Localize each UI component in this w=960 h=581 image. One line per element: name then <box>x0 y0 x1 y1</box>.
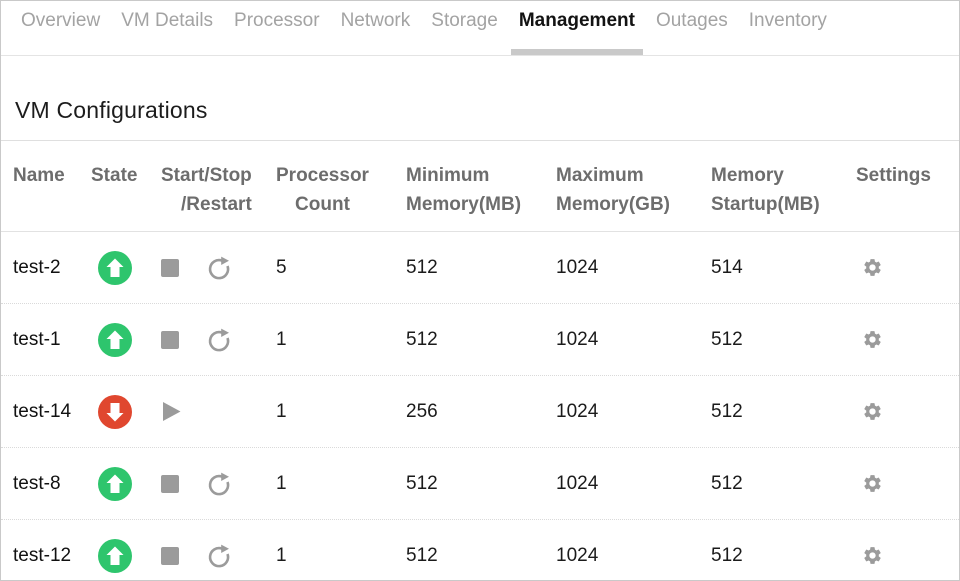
max-memory-value: 1024 <box>556 256 599 278</box>
restart-button[interactable] <box>206 471 232 497</box>
column-header-startstop: Start/Stop/Restart <box>161 141 276 231</box>
table-row: test-8 <box>1 448 959 520</box>
column-header-state: State <box>91 141 161 231</box>
column-header-name: Name <box>13 141 91 231</box>
processor-count-value: 1 <box>276 400 287 422</box>
memory-startup-value: 512 <box>711 328 743 350</box>
min-memory-value: 512 <box>406 472 438 494</box>
column-header-line: Memory <box>711 165 784 186</box>
vm-name: test-1 <box>13 328 61 350</box>
min-memory-value: 512 <box>406 256 438 278</box>
state-up-icon <box>98 466 132 501</box>
max-memory-value: 1024 <box>556 472 599 494</box>
state-up-icon <box>98 322 132 357</box>
vm-name: test-8 <box>13 472 61 494</box>
processor-count-value: 1 <box>276 472 287 494</box>
memory-startup-value: 514 <box>711 256 743 278</box>
column-header-line: Count <box>295 194 350 215</box>
vm-name: test-2 <box>13 256 61 278</box>
memory-startup-value: 512 <box>711 472 743 494</box>
start-button[interactable] <box>161 400 182 423</box>
tab-overview[interactable]: Overview <box>21 10 101 31</box>
column-header-line: Memory(MB) <box>406 194 522 215</box>
settings-gear-icon[interactable] <box>862 401 883 422</box>
processor-count-value: 1 <box>276 544 287 566</box>
restart-button[interactable] <box>206 543 232 569</box>
column-header-line: Start/Stop <box>161 165 252 186</box>
state-up-icon <box>98 250 132 285</box>
tab-outages[interactable]: Outages <box>655 10 728 31</box>
state-down-icon <box>98 394 132 429</box>
min-memory-value: 512 <box>406 544 438 566</box>
settings-gear-icon[interactable] <box>862 329 883 350</box>
title-bar: VM Configurations <box>1 56 959 141</box>
stop-button[interactable] <box>161 330 179 349</box>
column-header-line: Maximum <box>556 165 644 186</box>
table-row: test-2 <box>1 232 959 304</box>
column-header-line: Memory(GB) <box>556 194 671 215</box>
tab-bar: Overview VM Details Processor Network Storag… <box>1 1 959 56</box>
memory-startup-value: 512 <box>711 400 743 422</box>
tab-network[interactable]: Network <box>340 10 411 31</box>
restart-button[interactable] <box>206 327 232 353</box>
table-row: test-14 <box>1 376 959 448</box>
column-header-line: Name <box>13 165 65 186</box>
stop-button[interactable] <box>161 546 179 565</box>
state-up-icon <box>98 538 132 573</box>
column-header-settings: Settings <box>856 141 959 231</box>
max-memory-value: 1024 <box>556 544 599 566</box>
table-row: test-1 <box>1 304 959 376</box>
stop-button[interactable] <box>161 258 179 277</box>
stop-button[interactable] <box>161 474 179 493</box>
vm-name: test-12 <box>13 544 72 566</box>
processor-count-value: 5 <box>276 256 287 278</box>
min-memory-value: 512 <box>406 328 438 350</box>
page-title: VM Configurations <box>15 97 208 123</box>
max-memory-value: 1024 <box>556 328 599 350</box>
column-header-line: State <box>91 165 138 186</box>
memory-startup-value: 512 <box>711 544 743 566</box>
column-header-line: Minimum <box>406 165 490 186</box>
column-header-line: /Restart <box>181 194 252 215</box>
restart-button[interactable] <box>206 255 232 281</box>
column-header-line: Processor <box>276 165 369 186</box>
processor-count-value: 1 <box>276 328 287 350</box>
table-row: test-12 <box>1 520 959 580</box>
tab-inventory[interactable]: Inventory <box>748 10 827 31</box>
column-header-line: Settings <box>856 165 931 186</box>
table-body: test-2 <box>1 232 959 580</box>
tab-processor[interactable]: Processor <box>234 10 320 31</box>
tab-storage[interactable]: Storage <box>431 10 498 31</box>
tab-vm-details[interactable]: VM Details <box>121 10 214 31</box>
settings-gear-icon[interactable] <box>862 545 883 566</box>
settings-gear-icon[interactable] <box>862 257 883 278</box>
tab-management[interactable]: Management <box>510 10 644 55</box>
min-memory-value: 256 <box>406 400 438 422</box>
settings-gear-icon[interactable] <box>862 473 883 494</box>
column-header-line: Startup(MB) <box>711 194 820 215</box>
vm-name: test-14 <box>13 400 72 422</box>
max-memory-value: 1024 <box>556 400 599 422</box>
